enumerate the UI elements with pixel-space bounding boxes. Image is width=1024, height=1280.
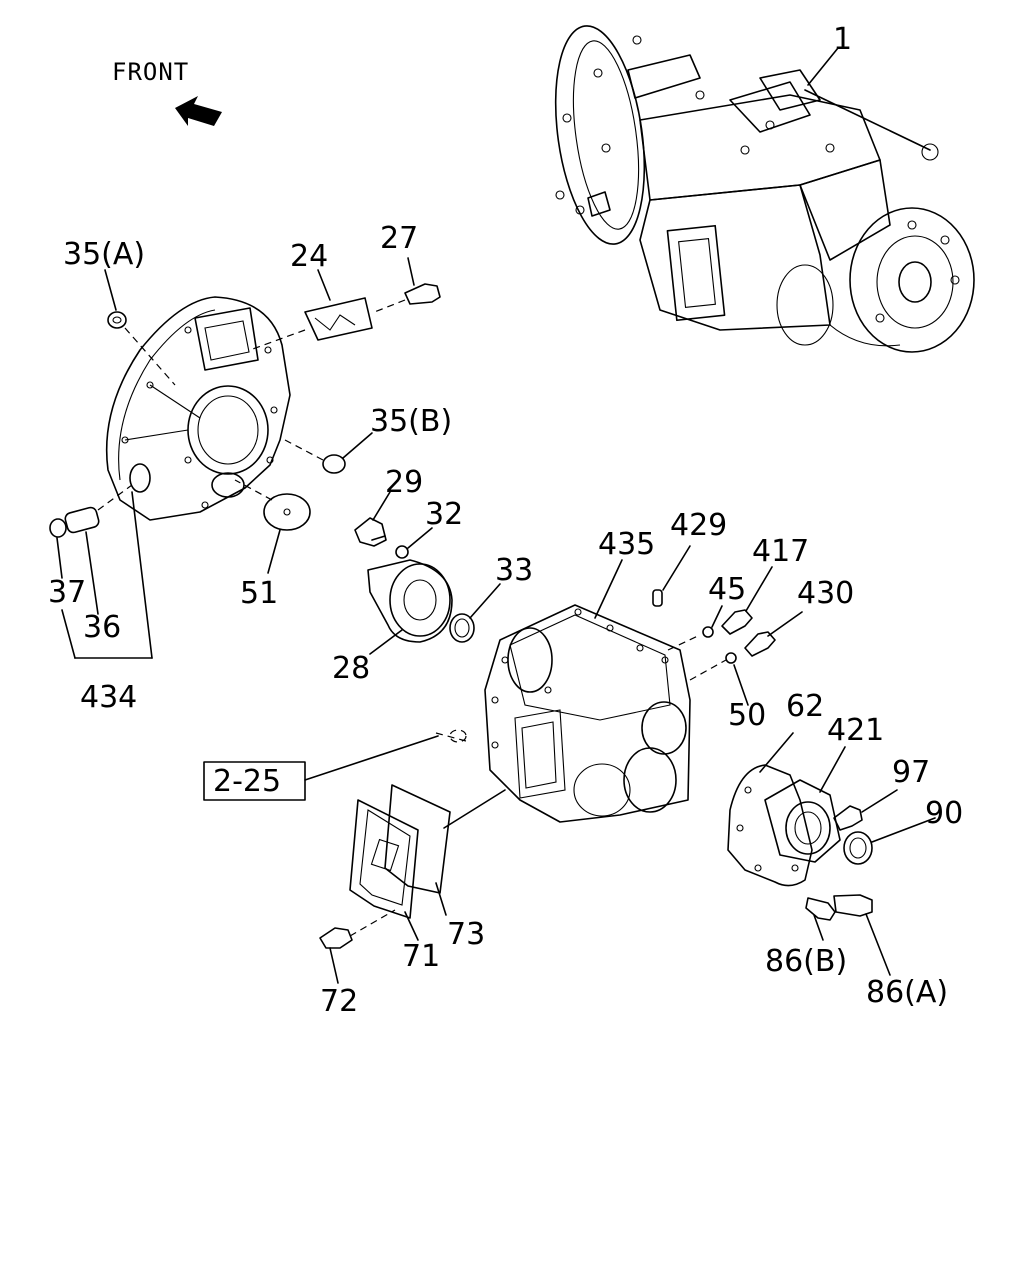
callout-51: 51 xyxy=(240,576,278,611)
callout-24: 24 xyxy=(290,239,328,274)
callout-435: 435 xyxy=(598,527,655,562)
leader-lines xyxy=(56,257,936,984)
callout-86b: 86(B) xyxy=(765,944,847,979)
part-labels: 1 24 27 35(A) 35(B) 29 32 33 28 51 37 36… xyxy=(48,22,963,1019)
callout-71: 71 xyxy=(402,939,440,974)
small-parts-case xyxy=(435,589,776,743)
callout-32: 32 xyxy=(425,497,463,532)
clutch-housing xyxy=(105,296,291,521)
callout-35a: 35(A) xyxy=(63,237,145,272)
callout-27: 27 xyxy=(380,221,418,256)
front-label: FRONT xyxy=(112,58,189,86)
callout-430: 430 xyxy=(797,576,854,611)
reference-box: 2-25 xyxy=(203,761,306,801)
callout-434: 434 xyxy=(80,680,137,715)
callout-72: 72 xyxy=(320,984,358,1019)
callout-35b: 35(B) xyxy=(370,404,452,439)
callout-421: 421 xyxy=(827,713,884,748)
reference-box-label: 2-25 xyxy=(213,764,281,799)
callout-45: 45 xyxy=(708,572,746,607)
front-arrow-icon xyxy=(175,96,222,126)
callout-50: 50 xyxy=(728,698,766,733)
callout-37: 37 xyxy=(48,575,86,610)
callout-97: 97 xyxy=(892,755,930,790)
callout-86a: 86(A) xyxy=(866,975,948,1010)
callout-62: 62 xyxy=(786,689,824,724)
callout-73: 73 xyxy=(447,917,485,952)
rear-cover-parts xyxy=(727,764,873,921)
callout-36: 36 xyxy=(83,610,121,645)
front-indicator: FRONT xyxy=(112,58,222,126)
callout-33: 33 xyxy=(495,553,533,588)
callout-1: 1 xyxy=(833,22,852,57)
callout-90: 90 xyxy=(925,796,963,831)
callout-417: 417 xyxy=(752,534,809,569)
callout-29: 29 xyxy=(385,465,423,500)
side-cover-parts xyxy=(319,784,506,949)
transmission-case xyxy=(484,604,691,823)
callout-28: 28 xyxy=(332,651,370,686)
callout-429: 429 xyxy=(670,508,727,543)
bearing-retainer-parts xyxy=(354,517,475,643)
small-parts-left xyxy=(49,283,441,538)
transmission-assembly xyxy=(554,25,975,353)
